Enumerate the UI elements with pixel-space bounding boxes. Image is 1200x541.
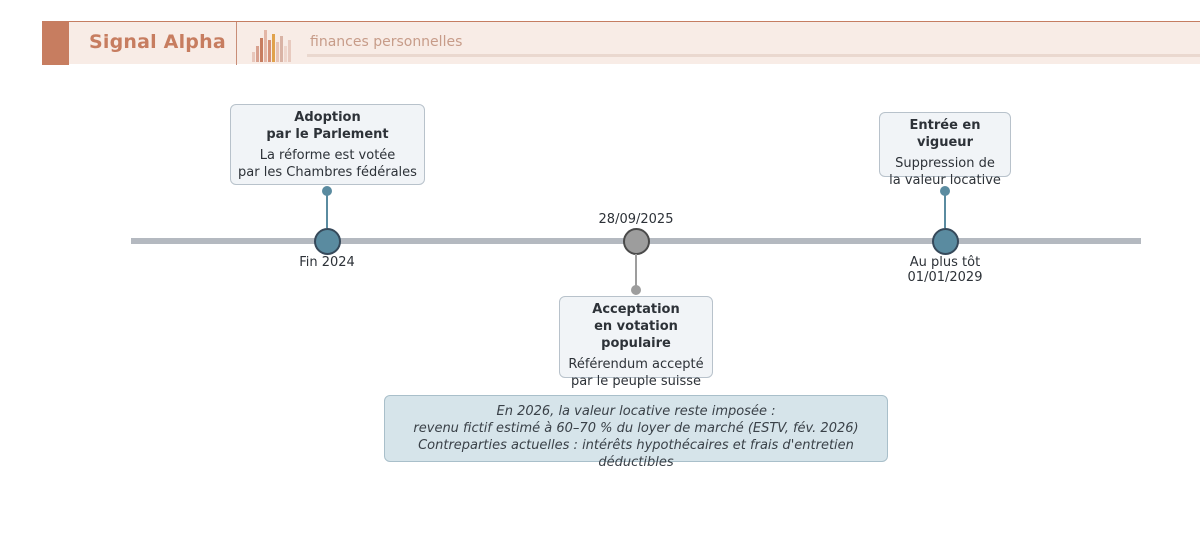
- connector-stem: [944, 192, 946, 228]
- bar-chart-logo-icon: [252, 30, 291, 62]
- timeline-node-2029: [932, 228, 959, 255]
- event-card-acceptation: Acceptation en votation populaire Référe…: [559, 296, 713, 389]
- connector-stem: [635, 254, 637, 288]
- event-description: La réforme est votée par les Chambres fé…: [238, 148, 417, 180]
- info-note: En 2026, la valeur locative reste imposé…: [384, 395, 888, 470]
- connector-stem: [326, 192, 328, 228]
- event-card-adoption: Adoption par le Parlement La réforme est…: [230, 104, 425, 185]
- event-title: Adoption par le Parlement: [266, 110, 389, 142]
- header-accent: [42, 22, 69, 65]
- connector-dot: [322, 186, 332, 196]
- header-divider: [236, 22, 237, 65]
- event-date: Fin 2024: [299, 255, 355, 270]
- header-bar: Signal Alpha finances personnelles: [42, 21, 1200, 65]
- brand-name: Signal Alpha: [89, 31, 226, 53]
- header-underline: [307, 54, 1200, 57]
- event-date: 28/09/2025: [598, 212, 674, 227]
- event-description: Suppression de la valeur locative: [889, 156, 1001, 188]
- connector-dot: [631, 285, 641, 295]
- timeline-node-2025: [623, 228, 650, 255]
- event-title: Acceptation en votation populaire: [592, 302, 680, 351]
- connector-dot: [940, 186, 950, 196]
- event-date: Au plus tôt 01/01/2029: [907, 255, 983, 285]
- event-card-entree-en-vigueur: Entrée en vigueur Suppression de la vale…: [879, 112, 1011, 188]
- timeline-node-fin-2024: [314, 228, 341, 255]
- header-subtitle: finances personnelles: [310, 34, 463, 50]
- event-description: Référendum accepté par le peuple suisse: [568, 357, 704, 389]
- event-title: Entrée en vigueur: [909, 118, 981, 150]
